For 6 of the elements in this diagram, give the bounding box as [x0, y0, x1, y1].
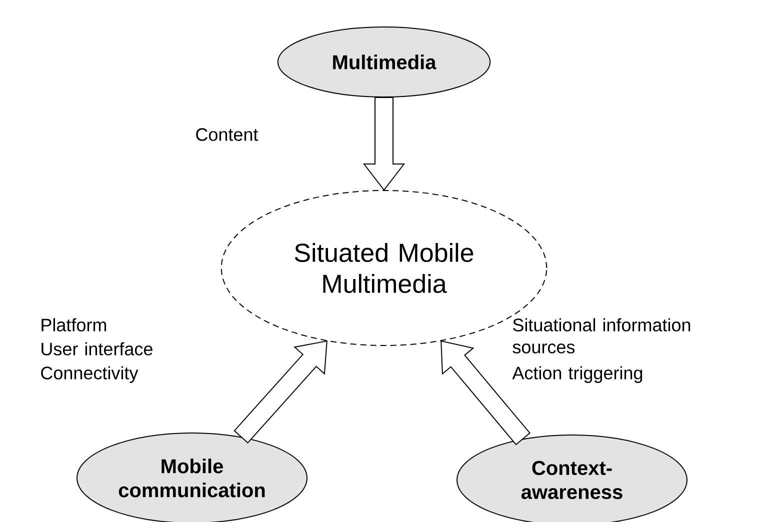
label-text: User interface [42, 342, 152, 356]
block-arrow [362, 97, 406, 191]
label-text: Content [196, 128, 258, 141]
label-text: Connectivity [41, 366, 138, 383]
label-text: Action triggering [512, 366, 642, 383]
label-text: Platform [42, 318, 106, 332]
